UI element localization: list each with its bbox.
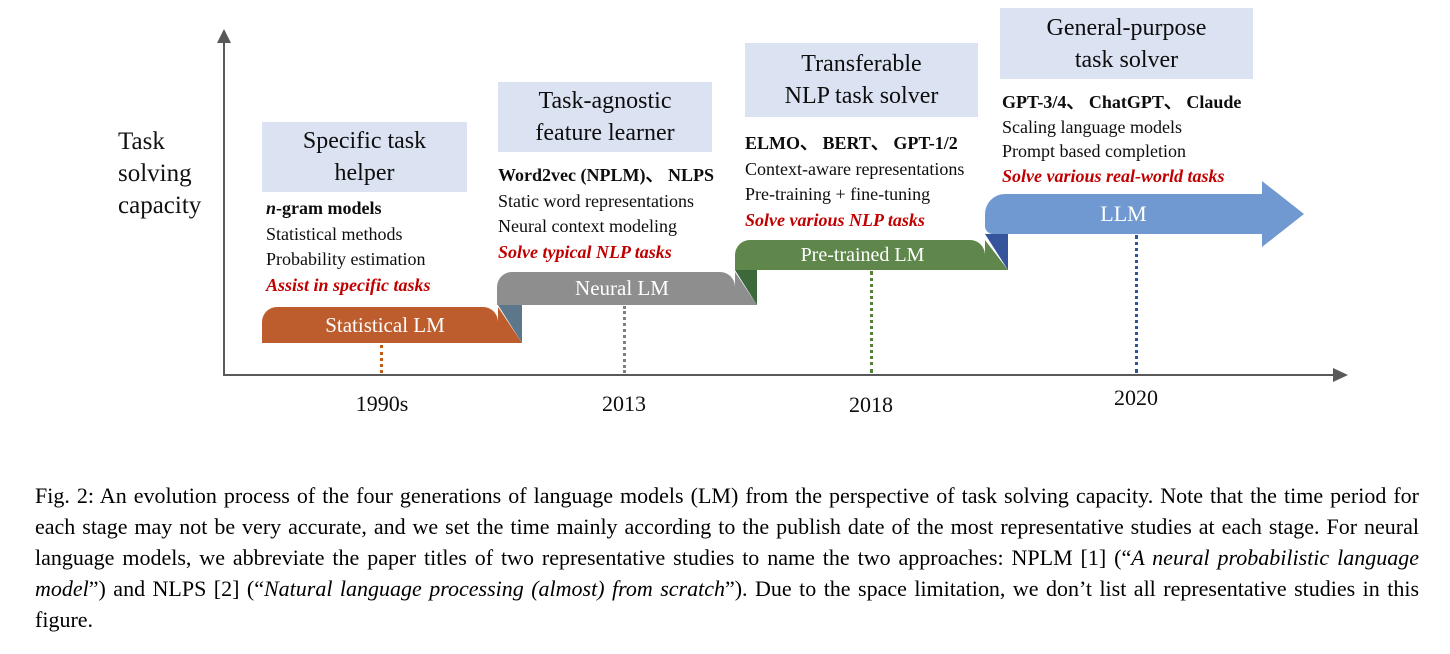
stage1-notes: n-gram models Statistical methods Probab… <box>266 196 431 298</box>
stage1-models-italic: n <box>266 198 277 218</box>
stage3-models: ELMO、 BERT、 GPT-1/2 <box>745 133 958 153</box>
stage4-highlight: Solve various real-world tasks <box>1002 165 1225 186</box>
stage4-timeline-dotted-line <box>1135 235 1138 373</box>
caption-text: ”) and NLPS [2] (“ <box>88 576 264 601</box>
stage2-year-label: 2013 <box>602 391 646 416</box>
stage1-point: Statistical methods <box>266 223 403 244</box>
stage2-ribbon-label: Neural LM <box>575 276 669 300</box>
y-axis-label-line: capacity <box>118 192 202 219</box>
caption-paper-title-nplm: A neural probabilistic language model <box>35 545 1419 601</box>
stage4-year-label: 2020 <box>1114 385 1158 410</box>
stage4-models: GPT-3/4、 ChatGPT、 Claude <box>1002 92 1242 112</box>
stage1-models-text: -gram models <box>276 198 382 218</box>
stage2-timeline-dotted-line <box>623 306 626 373</box>
x-axis <box>224 374 1334 376</box>
stage3-timeline-dotted-line <box>870 271 873 373</box>
y-axis-label-line: solving <box>118 160 192 187</box>
stage1-year-label: 1990s <box>355 391 409 416</box>
stage1-point: Probability estimation <box>266 249 426 269</box>
stage1-timeline-dotted-line <box>380 345 383 373</box>
caption-paper-title-nlps: Natural language processing (almost) fro… <box>264 576 725 601</box>
stage1-ribbon <box>262 307 498 343</box>
caption-text: Fig. 2: An evolution process of the four… <box>35 483 1419 570</box>
stage3-notes: ELMO、 BERT、 GPT-1/2 Context-aware repres… <box>745 131 964 233</box>
stage1-header-box: Specific task helper <box>262 122 467 192</box>
stage2-header-line2: feature learner <box>535 120 675 146</box>
stage3-header-box: Transferable NLP task solver <box>745 43 978 117</box>
stage2-header-box: Task-agnostic feature learner <box>498 82 712 152</box>
stage1-highlight: Assist in specific tasks <box>266 274 431 295</box>
stage3-year-label: 2018 <box>849 392 893 417</box>
stage4-ribbon <box>985 194 1262 234</box>
stage1-header-line2: helper <box>334 160 395 186</box>
figure-caption: Fig. 2: An evolution process of the four… <box>35 480 1419 635</box>
y-axis-label: Task solving capacity <box>118 126 201 222</box>
y-axis-arrowhead-icon <box>217 29 231 43</box>
llm-arrowhead-icon <box>1262 181 1304 247</box>
stage3-header-line1: Transferable <box>801 51 922 77</box>
stage1-header-line1: Specific task <box>302 128 427 154</box>
stage4-header-line2: task solver <box>1074 46 1179 73</box>
stage1-models: n-gram models <box>266 196 431 222</box>
stage2-models: Word2vec (NPLM)、 NLPS <box>498 165 714 185</box>
stage4-header-box: General-purpose task solver <box>1000 8 1253 79</box>
stage3-ribbon <box>735 240 985 270</box>
stage4-point: Scaling language models <box>1002 116 1182 137</box>
stage3-header-line2: NLP task solver <box>784 83 939 109</box>
stage2-point: Neural context modeling <box>498 216 677 236</box>
stage4-header-line1: General-purpose <box>1046 14 1207 41</box>
stage2-point: Static word representations <box>498 190 694 211</box>
stage2-header-line1: Task-agnostic <box>538 88 672 114</box>
y-axis-label-line: Task <box>118 128 165 155</box>
caption-text: ”). Due to the space limitation, we don’… <box>35 576 1420 632</box>
stage2-ribbon <box>497 272 735 305</box>
stage4-ribbon-label: LLM <box>1100 201 1147 226</box>
stage3-point: Context-aware representations <box>745 158 965 179</box>
stage3-point: Pre-training + fine-tuning <box>745 184 931 204</box>
x-axis-arrowhead-icon <box>1333 368 1348 382</box>
y-axis <box>223 42 225 376</box>
stage3-highlight: Solve various NLP tasks <box>745 209 925 230</box>
stage1-ribbon-label: Statistical LM <box>325 313 445 337</box>
stage2-highlight: Solve typical NLP tasks <box>498 241 672 262</box>
stage2-notes: Word2vec (NPLM)、 NLPS Static word repres… <box>498 163 714 265</box>
stage3-ribbon-label: Pre-trained LM <box>800 244 925 266</box>
stage4-notes: GPT-3/4、 ChatGPT、 Claude Scaling languag… <box>1002 90 1241 188</box>
stage4-point: Prompt based completion <box>1002 141 1186 161</box>
